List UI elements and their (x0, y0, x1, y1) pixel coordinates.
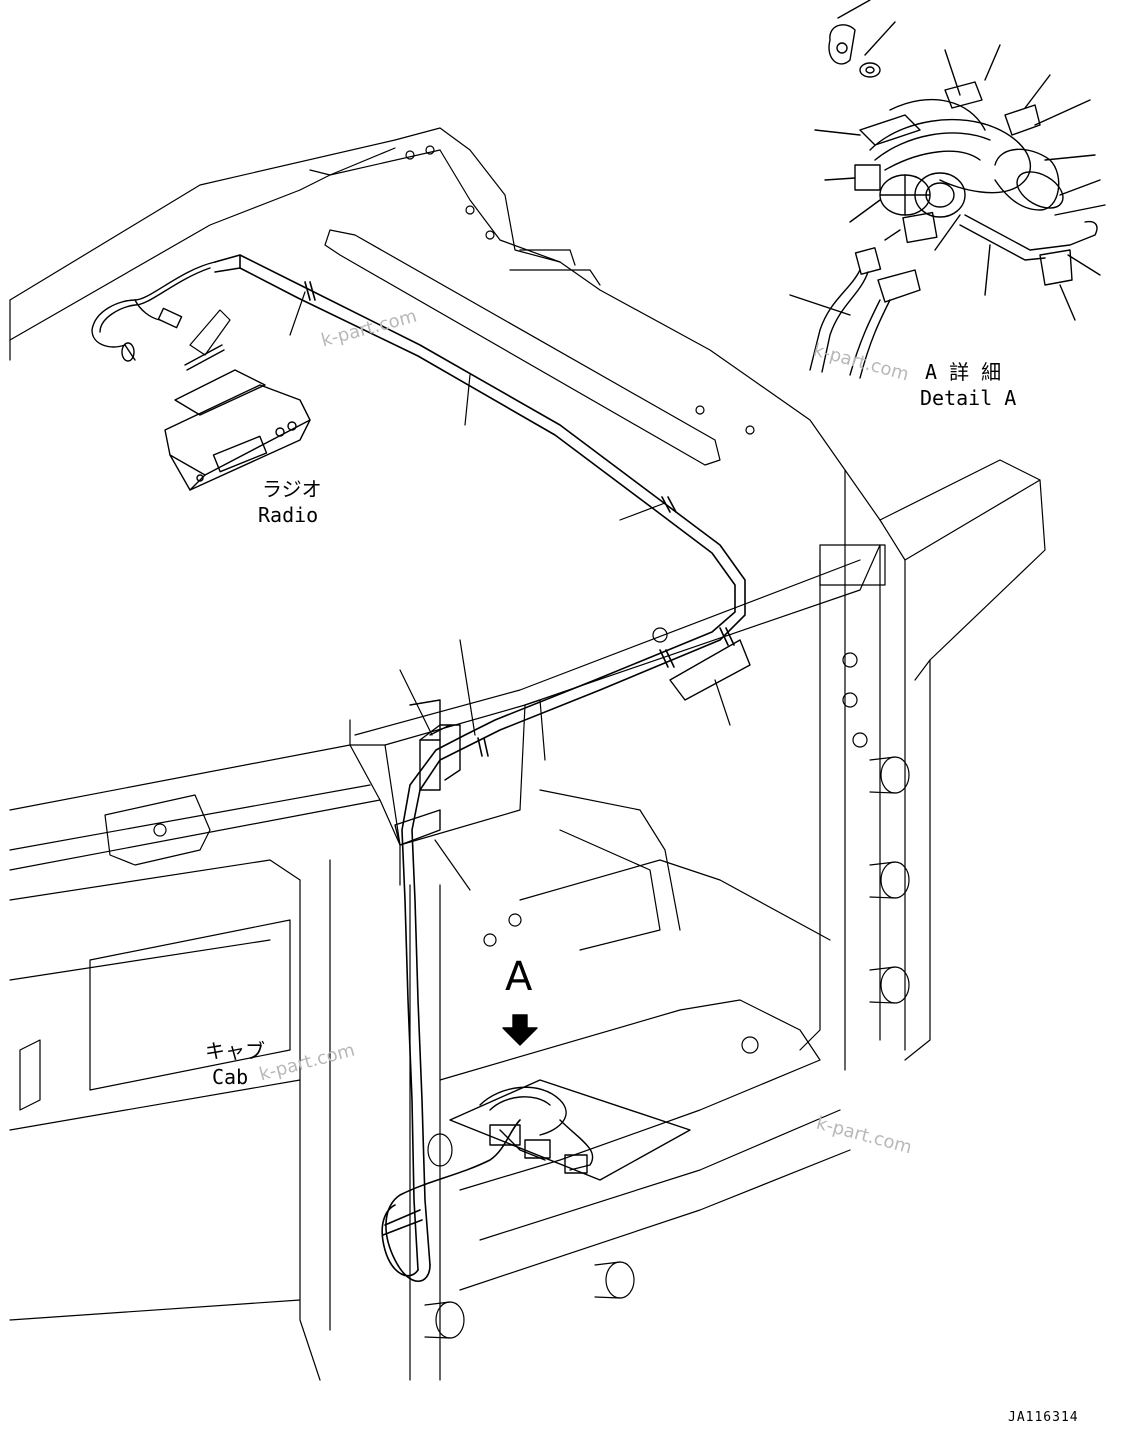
radio-unit (164, 344, 311, 491)
drawing-code: JA116314 (1008, 1410, 1079, 1425)
detail-label-en: Detail A (920, 386, 1017, 410)
connector-cluster (449, 1079, 691, 1181)
view-marker-a: A (505, 954, 533, 1000)
cab-frame (9, 127, 1046, 1381)
detail-label-jp: A 詳 細 (925, 360, 1002, 384)
detail-a-inset (789, 0, 1106, 379)
radio-label-en: Radio (258, 503, 319, 527)
mount-bushings (424, 756, 910, 1339)
radio-pigtail (91, 261, 216, 362)
view-arrow-a (502, 1014, 538, 1046)
frame-bolts (405, 145, 868, 1054)
radio-label-jp: ラジオ (262, 477, 322, 501)
cab-label-en: Cab (212, 1065, 249, 1089)
cab-label-jp: キャブ (205, 1039, 265, 1063)
leader-lines (189, 291, 731, 891)
harness-bracket (394, 639, 751, 846)
main-harness (214, 254, 746, 1282)
